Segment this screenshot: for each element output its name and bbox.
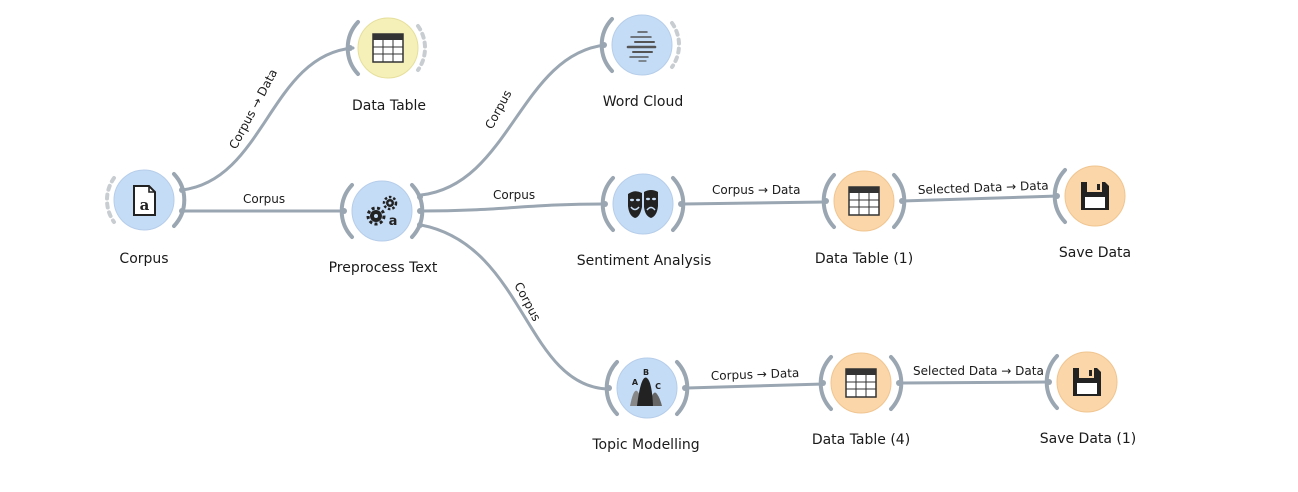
node-label: Data Table: [352, 98, 426, 114]
link-corpus-datatable[interactable]: Corpus → Data: [180, 46, 355, 192]
table-icon: [845, 368, 877, 398]
node-label: Sentiment Analysis: [577, 253, 712, 269]
node-label: Corpus: [119, 251, 168, 267]
node-label: Data Table (4): [812, 432, 910, 448]
link-label: Corpus → Data: [711, 366, 800, 383]
gears-a-icon: a: [366, 195, 398, 229]
node-label: Save Data (1): [1040, 431, 1137, 447]
word-cloud-icon: [626, 31, 657, 62]
node-topic-modelling[interactable]: A B C Topic Modelling: [591, 357, 700, 453]
document-a-icon: a: [133, 185, 156, 216]
node-label: Topic Modelling: [591, 437, 699, 453]
node-label: Preprocess Text: [329, 260, 438, 276]
link-label: Corpus: [493, 188, 535, 202]
node-data-table-4[interactable]: Data Table (4): [812, 352, 910, 448]
link-datatable1-savedata[interactable]: Selected Data → Data: [900, 178, 1060, 203]
node-label: Data Table (1): [815, 251, 913, 267]
theater-masks-icon: [628, 190, 658, 218]
node-corpus[interactable]: a Corpus: [104, 169, 187, 267]
node-data-table-1[interactable]: Data Table (1): [815, 170, 913, 267]
node-word-cloud[interactable]: Word Cloud: [599, 14, 683, 110]
table-icon: [848, 186, 880, 216]
floppy-disk-icon: [1081, 182, 1109, 210]
node-label: Save Data: [1059, 245, 1131, 261]
link-corpus-preprocess[interactable]: Corpus: [180, 192, 346, 213]
link-preprocess-sentiment[interactable]: Corpus: [419, 188, 605, 213]
svg-text:a: a: [389, 214, 398, 229]
link-label: Selected Data → Data: [918, 178, 1049, 197]
link-preprocess-topic[interactable]: Corpus: [419, 223, 609, 391]
link-preprocess-wordcloud[interactable]: Corpus: [419, 43, 607, 197]
svg-text:C: C: [655, 382, 661, 391]
node-label: Word Cloud: [603, 94, 683, 110]
link-label: Corpus: [243, 192, 285, 206]
floppy-disk-icon: [1073, 368, 1101, 396]
link-sentiment-datatable1[interactable]: Corpus → Data: [681, 183, 828, 206]
link-label: Selected Data → Data: [913, 364, 1044, 378]
link-datatable4-savedata1[interactable]: Selected Data → Data: [900, 364, 1052, 385]
topic-hills-icon: A B C: [630, 368, 662, 406]
svg-text:B: B: [643, 368, 649, 377]
svg-text:a: a: [140, 196, 150, 214]
svg-text:A: A: [632, 378, 639, 387]
node-sentiment-analysis[interactable]: Sentiment Analysis: [577, 173, 712, 269]
link-label: Corpus → Data: [712, 183, 800, 197]
node-preprocess-text[interactable]: a Preprocess Text: [329, 180, 438, 276]
node-save-data-1[interactable]: Save Data (1): [1040, 351, 1137, 447]
node-save-data[interactable]: Save Data: [1052, 165, 1131, 261]
table-icon: [372, 33, 404, 63]
link-topic-datatable4[interactable]: Corpus → Data: [685, 366, 826, 390]
node-data-table[interactable]: Data Table: [345, 17, 428, 114]
